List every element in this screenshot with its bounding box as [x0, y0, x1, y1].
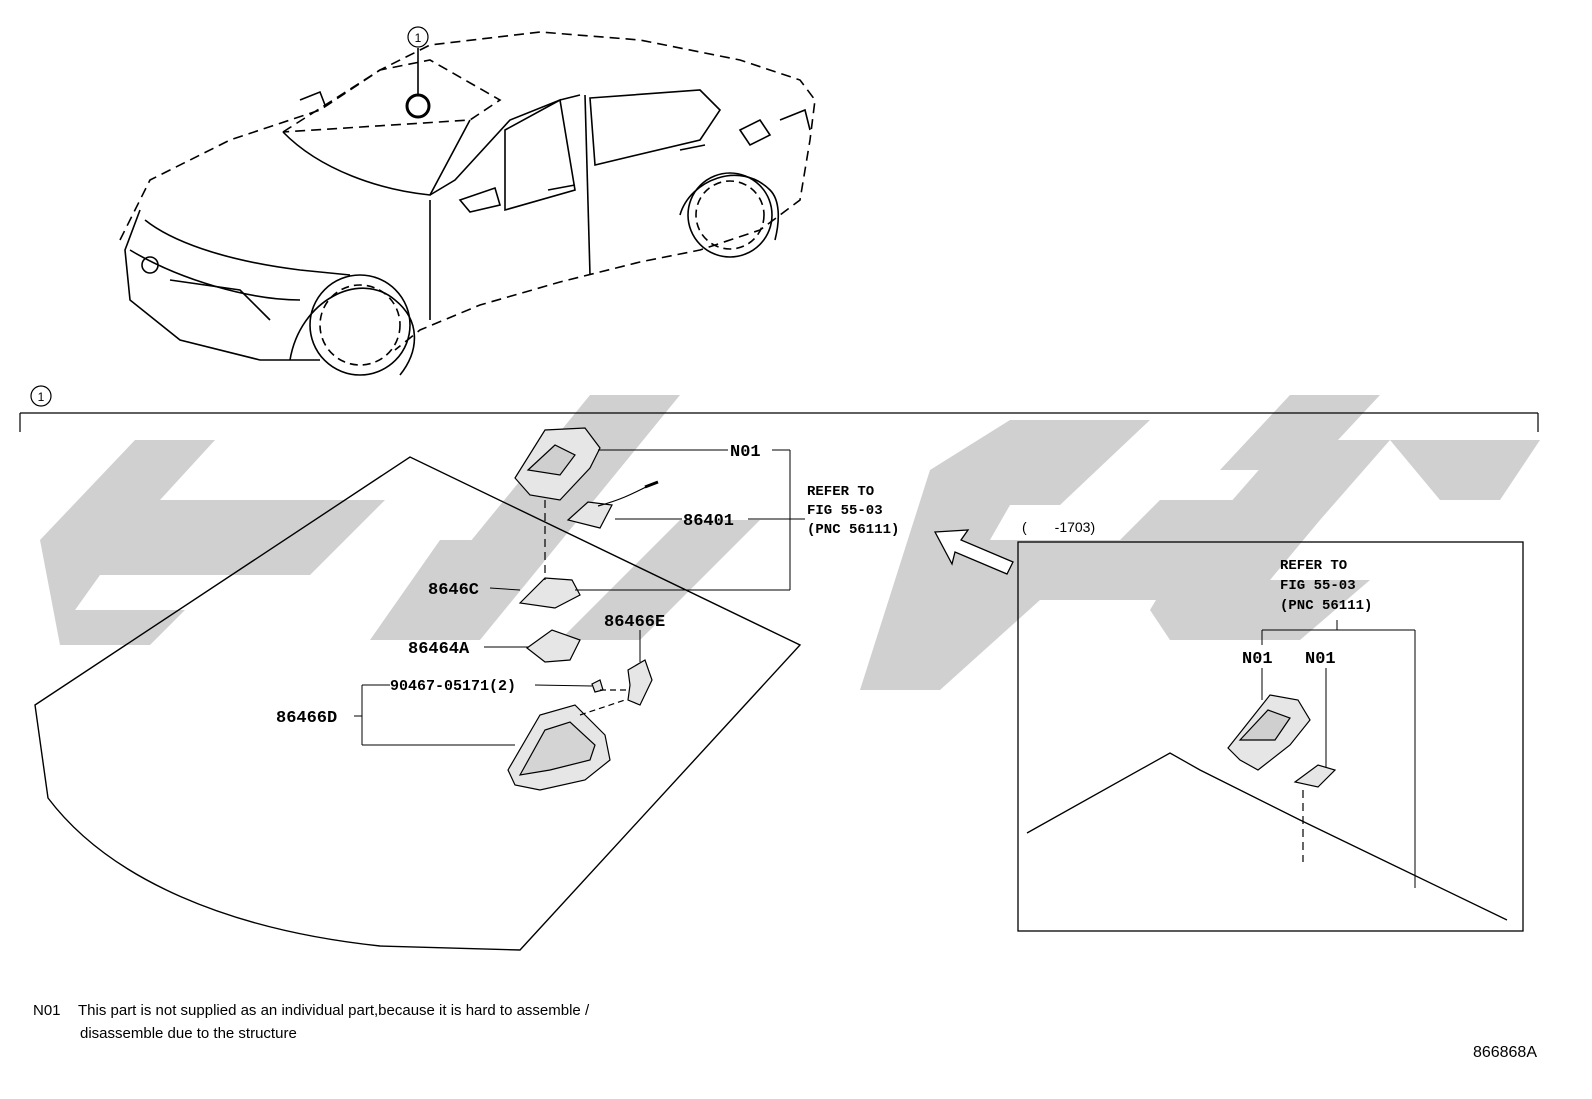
inset-sensor-part: [1293, 764, 1337, 788]
footnote-code: N01: [33, 1002, 61, 1019]
label-8646c: 8646C: [428, 581, 479, 600]
label-86464a: 86464A: [408, 640, 470, 659]
inset-box: [1017, 541, 1524, 932]
inset-label-n01-b: N01: [1305, 650, 1336, 669]
plate-86464a-part: [525, 629, 581, 663]
refer-inset-line-2: FIG 55-03: [1280, 578, 1356, 594]
callout-number-section: 1: [38, 390, 45, 404]
inset-range-label: ( -1703): [1022, 519, 1095, 535]
arrow-icon: [933, 529, 1014, 575]
sensor-86401-part: [566, 501, 613, 529]
label-86466d: 86466D: [276, 709, 337, 728]
inset-parts: [1227, 694, 1337, 862]
refer-inset-line-3: (PNC 56111): [1280, 598, 1372, 614]
car-illustration: [119, 26, 816, 376]
section-bracket: [19, 385, 1539, 432]
exploded-parts: [507, 427, 659, 791]
callout-number-top: 1: [415, 31, 422, 45]
refer-inset-line-1: REFER TO: [1280, 558, 1347, 574]
refer-main-line-1: REFER TO: [807, 484, 874, 500]
label-86466e: 86466E: [604, 613, 665, 632]
label-86401: 86401: [683, 512, 734, 531]
label-90467-05171: 90467-05171(2): [390, 678, 516, 695]
inset-label-n01-a: N01: [1242, 650, 1273, 669]
refer-main-line-2: FIG 55-03: [807, 503, 883, 519]
label-n01-main: N01: [730, 443, 761, 462]
cover-86466e-part: [627, 659, 653, 706]
inset-leader-lines: [1261, 620, 1416, 888]
footnote-line-2: disassemble due to the structure: [80, 1025, 297, 1042]
leader-lines: [354, 449, 805, 746]
windshield-outline: [34, 456, 802, 951]
footnote-line-1: This part is not supplied as an individu…: [78, 1002, 590, 1019]
refer-main-line-3: (PNC 56111): [807, 522, 899, 538]
figure-id: 866868A: [1473, 1044, 1537, 1061]
cover-8646c-part: [518, 577, 581, 609]
